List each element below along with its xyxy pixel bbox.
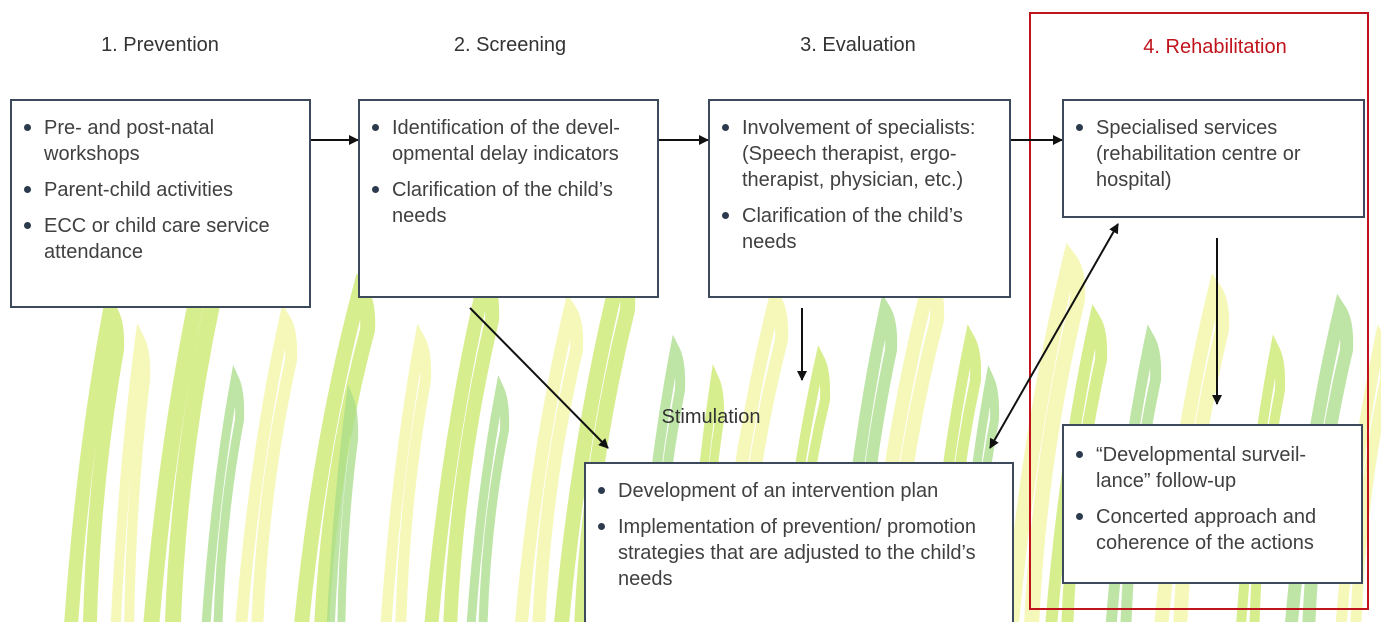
bullet-text: Parent-child activities (44, 179, 233, 201)
grass-stroke (110, 323, 151, 622)
rehabilitation-box: Specialised services (rehabilitation cen… (1062, 99, 1365, 218)
list-item: Parent-child activities (22, 177, 301, 203)
list-item: Specialised services (rehabilitation cen… (1074, 115, 1355, 193)
stage-title-evaluation: 3. Evaluation (800, 34, 916, 56)
grass-stroke (235, 303, 298, 622)
list-item: Implementation of prevention/ promotion … (596, 514, 1004, 592)
stimulation-box: Development of an intervention plan Impl… (584, 462, 1014, 622)
bullet-text: Implementation of prevention/ promotion … (618, 516, 976, 590)
bullet-text: Involvement of specialists: (Speech ther… (742, 117, 976, 191)
stimulation-title: Stimulation (661, 406, 761, 428)
stage-title-prevention: 1. Prevention (101, 34, 219, 56)
list-item: Clarification of the child’s needs (370, 177, 649, 229)
grass-stroke (326, 384, 359, 622)
arrow-rehabilitation-stimulation-bidirectional (989, 223, 1119, 449)
arrow-screening-to-stimulation (469, 307, 609, 449)
grass-stroke (201, 364, 245, 622)
list-item: Identification of the devel- opmental de… (370, 115, 649, 167)
bullet-text: “Developmental surveil- lance” follow-up (1096, 444, 1307, 492)
bullet-text: ECC or child care service attendance (44, 215, 270, 263)
stage-title-screening: 2. Screening (453, 34, 567, 56)
bullet-text: Clarification of the child’s needs (392, 179, 613, 227)
prevention-box: Pre- and post-natal workshops Parent-chi… (10, 99, 311, 308)
screening-box: Identification of the devel- opmental de… (358, 99, 659, 298)
surveillance-box: “Developmental surveil- lance” follow-up… (1062, 424, 1363, 584)
bullet-text: Concerted approach and coherence of the … (1096, 506, 1317, 554)
bullet-text: Identification of the devel- opmental de… (392, 117, 620, 165)
bullet-text: Pre- and post-natal workshops (44, 117, 215, 165)
grass-stroke (466, 375, 510, 622)
bullet-text: Development of an intervention plan (618, 480, 939, 502)
list-item: Development of an intervention plan (596, 478, 1004, 504)
list-item: Pre- and post-natal workshops (22, 115, 301, 167)
list-item: “Developmental surveil- lance” follow-up (1074, 442, 1353, 494)
grass-stroke (294, 273, 376, 622)
grass-stroke (64, 292, 125, 622)
list-item: Involvement of specialists: (Speech ther… (720, 115, 1001, 193)
bullet-text: Clarification of the child’s needs (742, 205, 963, 253)
grass-stroke (515, 293, 584, 622)
list-item: Clarification of the child’s needs (720, 203, 1001, 255)
grass-stroke (380, 323, 432, 622)
stage-title-rehabilitation: 4. Rehabilitation (1143, 36, 1287, 58)
list-item: Concerted approach and coherence of the … (1074, 504, 1353, 556)
evaluation-box: Involvement of specialists: (Speech ther… (708, 99, 1011, 298)
bullet-text: Specialised services (rehabilitation cen… (1096, 117, 1301, 191)
list-item: ECC or child care service attendance (22, 213, 301, 265)
